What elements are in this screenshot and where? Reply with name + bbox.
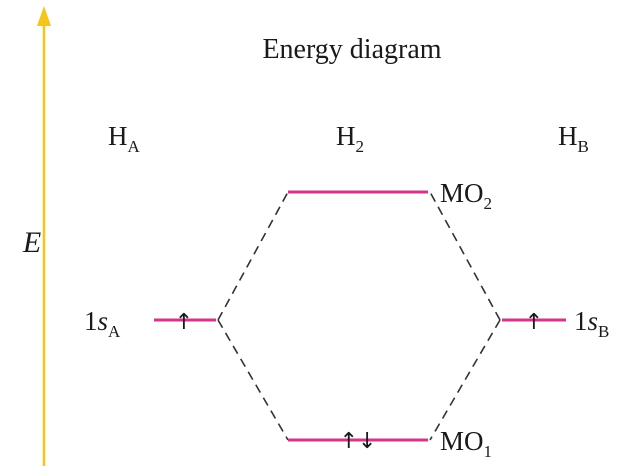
energy-axis-label: E	[22, 226, 41, 259]
orbital-label-1s-right: 1sB	[574, 306, 609, 341]
orbital-label-1s-left: 1sA	[84, 306, 121, 341]
energy-axis-arrowhead	[37, 6, 51, 26]
electron-arrow-right: ↑	[525, 310, 543, 335]
connector-left-to-mo1	[217, 319, 289, 441]
orbital-label-mo2: MO2	[440, 178, 492, 213]
atom-label-right: HB	[558, 121, 589, 156]
connector-left-to-mo2	[217, 191, 289, 321]
dashed-connectors	[217, 191, 501, 441]
connector-right-to-mo1	[429, 319, 501, 441]
electron-arrow-left: ↑	[175, 310, 193, 335]
atom-label-center: H2	[336, 121, 364, 156]
diagram-title: Energy diagram	[262, 34, 441, 65]
orbital-label-mo1: MO1	[440, 426, 492, 461]
connector-right-to-mo2	[429, 191, 501, 321]
atom-label-left: HA	[108, 121, 141, 156]
electron-pair-mo1: ↑↓	[340, 429, 377, 454]
